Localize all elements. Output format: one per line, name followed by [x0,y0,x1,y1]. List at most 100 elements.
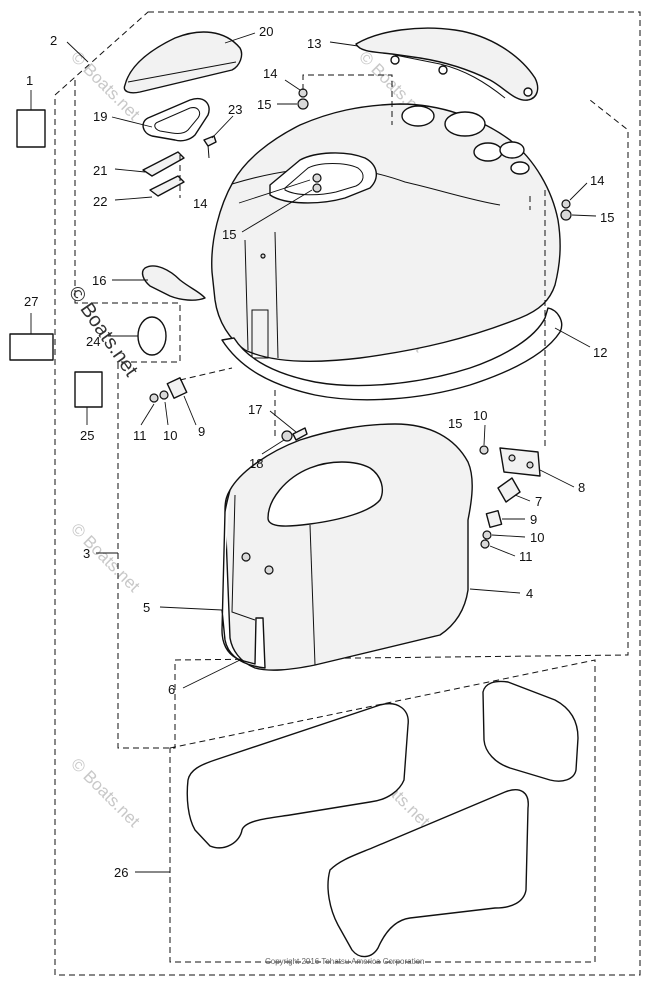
leader-10-right-lower [491,534,526,538]
callout-18: 18 [249,456,263,471]
watermark: © Boats.net [67,754,144,831]
guide-line [179,367,233,381]
callout-9: 9 [198,424,205,439]
callout-8: 8 [578,480,585,495]
leader-4 [469,588,521,594]
washer-15 [560,209,572,221]
bracket-8-hole [508,454,516,462]
callout-23: 23 [228,102,242,117]
leader-11-right [489,545,516,557]
callout-labels: 1 2 3 4 5 6 7 8 9 10 11 12 13 14 15 14 1… [24,24,614,880]
washer-18 [281,430,293,442]
bracket-22 [149,175,185,197]
callout-14: 14 [193,196,207,211]
decal-large-left [186,703,409,849]
callout-7: 7 [535,494,542,509]
side-panel-line [309,524,316,666]
handle-post [438,65,448,75]
callout-10: 10 [473,408,487,423]
leader-7 [514,494,531,502]
cowling-hole [260,253,266,259]
callout-21: 21 [93,163,107,178]
callout-14: 14 [263,66,277,81]
bracket-7 [497,477,521,503]
callout-12: 12 [593,345,607,360]
washer-15 [312,183,322,193]
callout-2: 2 [50,33,57,48]
callout-19: 19 [93,109,107,124]
leader-22 [114,196,153,201]
sleeve-9 [485,509,503,529]
callout-24: 24 [86,334,100,349]
bracket-8-hole [526,461,534,469]
side-panel [221,489,266,669]
intake-port [510,161,530,175]
watermark: © Boats.net [67,519,144,596]
callout-13: 13 [307,36,321,51]
callout-5: 5 [143,600,150,615]
callout-15: 15 [257,97,271,112]
leader-14-mid [238,179,311,204]
gasket-ring [142,98,210,142]
callout-26: 26 [114,865,128,880]
nut-14 [298,88,308,98]
handle-post [390,55,400,65]
leader-10-left [164,401,169,426]
watermark-prominent: © Boats.net [64,282,142,381]
callout-20: 20 [259,24,273,39]
cowling-side-line [244,239,249,351]
cowling-side-line [274,231,279,359]
decal-large-right [327,789,529,958]
leader-12 [554,327,591,348]
leader-14-right [569,182,588,201]
handle-post [523,87,533,97]
leader-11-left [140,403,155,426]
leader-19 [111,116,153,128]
bracket-21 [142,151,185,177]
callout-17: 17 [248,402,262,417]
bottom-cowling-opening [267,461,383,527]
leader-6 [182,659,241,689]
nut-11 [149,393,159,403]
washer-10 [479,445,489,455]
inner-assembly-boundary [74,80,629,749]
callout-4: 4 [526,586,533,601]
grommet-hole [264,565,274,575]
seal-rubber [221,307,563,401]
intake-port [499,141,525,159]
side-panel-line [231,494,256,621]
bracket-8 [499,447,541,477]
rear-handle [355,27,539,101]
decal-small [482,680,579,782]
callout-9: 9 [530,512,537,527]
callout-15: 15 [448,416,462,431]
nut-14 [312,173,322,183]
callout-16: 16 [92,273,106,288]
leader-8 [539,469,575,488]
callout-11: 11 [519,549,533,564]
callout-11: 11 [133,428,147,443]
callout-25: 25 [80,428,94,443]
leader-15-right [571,214,597,217]
cowling-latch [251,309,269,359]
cap-cover [123,31,243,94]
plug-24 [137,316,167,356]
washer-10 [159,390,169,400]
callout-10: 10 [530,530,544,545]
leader-14-top [284,79,301,91]
leader-10-right [483,424,486,446]
label-plate-25 [74,371,103,408]
washer-15 [297,98,309,110]
intake-port [444,111,486,137]
screw-23 [203,135,217,147]
screw-17 [292,427,308,441]
label-plate-1 [16,109,46,148]
nut-11 [480,539,490,549]
leader-lines [30,32,597,873]
grommet-hole [241,552,251,562]
leader-9-left [183,395,197,426]
washer-10 [482,530,492,540]
intake-port [473,142,503,162]
callout-15: 15 [222,227,236,242]
rear-handle-edge [394,54,506,99]
